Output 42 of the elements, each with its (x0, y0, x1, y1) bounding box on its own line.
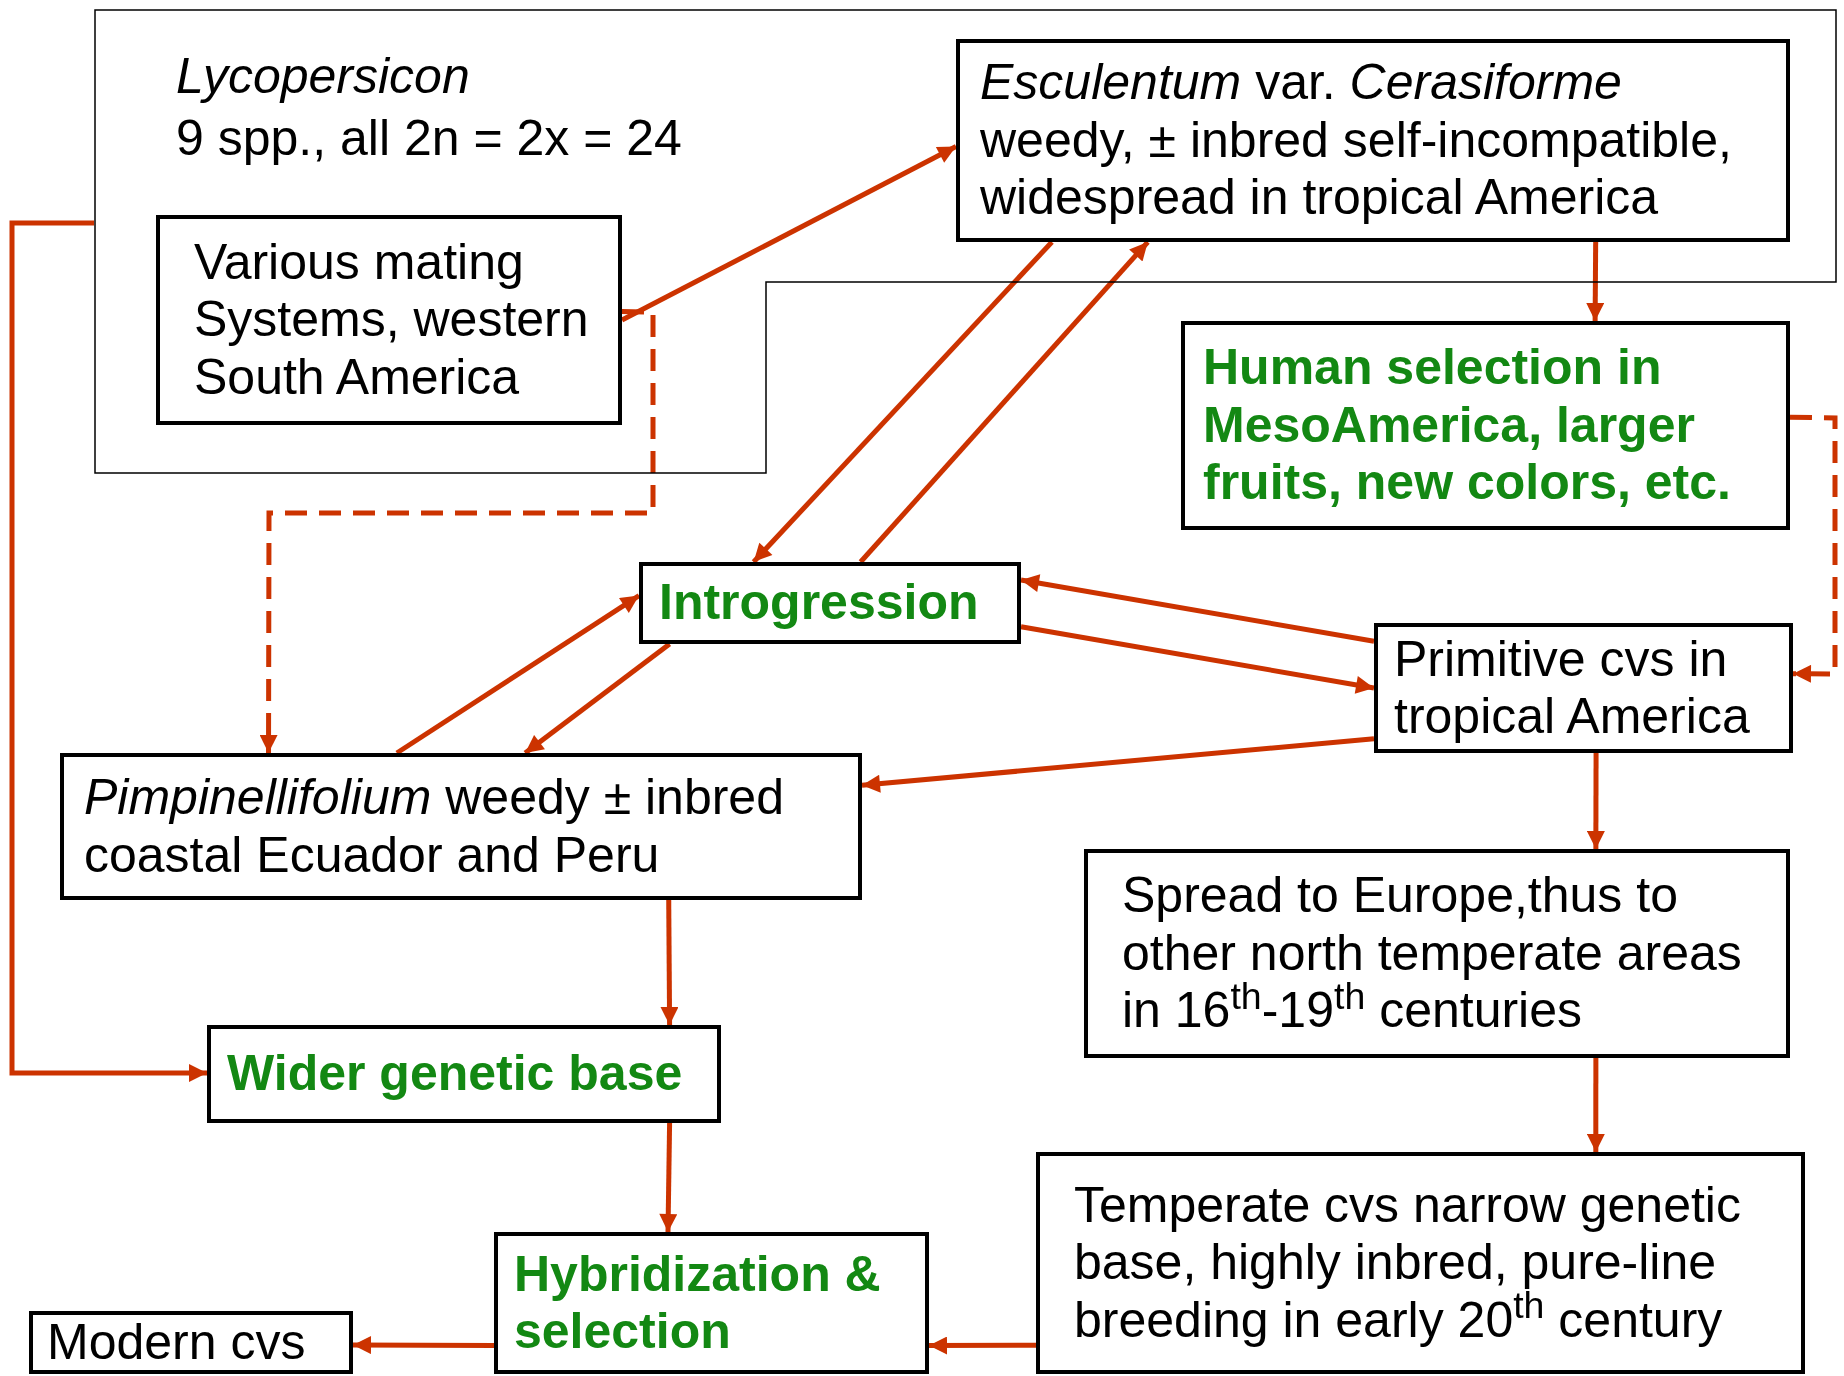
box-text: Human selection in MesoAmerica, larger fruits, new colors, etc. (1203, 339, 1732, 512)
text-box (1374, 623, 1793, 753)
arrow (660, 900, 679, 1025)
text-box (956, 39, 1790, 242)
box-text: Pimpinellifolium weedy ± inbred coastal Ecuador and Peru (84, 769, 785, 884)
arrow (259, 309, 656, 753)
arrow (353, 1336, 494, 1355)
arrow (858, 240, 1150, 564)
box-text: Esculentum var. Cerasiforme (980, 54, 1623, 112)
box-text: Wider genetic base (227, 1045, 684, 1103)
arrow (9, 220, 207, 1082)
arrow (1586, 753, 1605, 849)
arrow (1020, 624, 1375, 694)
box-text: weedy, ± inbred self-incompatible, widespread in tropical America (980, 111, 1733, 227)
arrow (1789, 414, 1838, 683)
arrow (1020, 574, 1375, 644)
box-text: Temperate cvs narrow genetic base, highly inbred, pure-line breeding in early 20$^{th}$ century (1074, 1176, 1742, 1350)
box-text: Introgression (659, 574, 980, 632)
box-text: Primitive cvs in tropical America (1394, 630, 1751, 746)
arrow (1586, 1058, 1605, 1152)
highlight-box (1181, 321, 1790, 530)
genus-note: 9 spp., all 2n = 2x = 24 (176, 109, 682, 168)
arrow (1586, 242, 1605, 321)
text-box (1084, 849, 1790, 1058)
genus-title: Lycopersicon (176, 47, 471, 106)
box-text: Various mating Systems, western South America (194, 233, 590, 407)
text-box (29, 1311, 353, 1374)
arrow (523, 642, 672, 755)
box-text: Spread to Europe,thus to other north temperate areas in 16$^{th}$-19$^{th}$ centuries (1122, 867, 1743, 1040)
arrow (395, 593, 641, 756)
text-box (1036, 1152, 1805, 1374)
arrow (659, 1122, 678, 1233)
text-box (156, 215, 622, 425)
arrow (751, 240, 1054, 564)
highlight-box (494, 1232, 929, 1374)
text-box (60, 753, 862, 900)
arrow (861, 736, 1375, 793)
arrow (929, 1336, 1036, 1355)
highlight-box (639, 562, 1021, 644)
box-text: Hybridization & selection (514, 1245, 882, 1361)
highlight-box (207, 1025, 721, 1123)
box-text: Modern cvs (47, 1313, 307, 1372)
